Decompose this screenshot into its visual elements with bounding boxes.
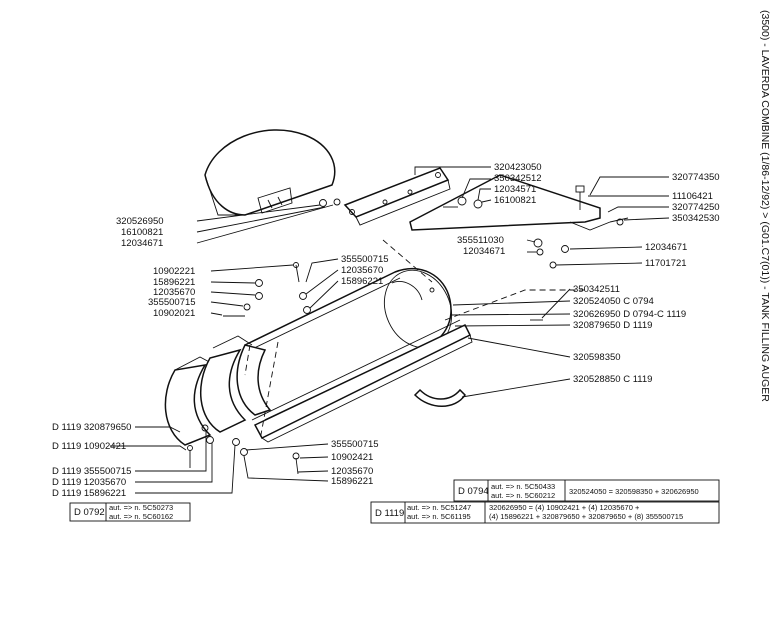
label-320526950: 320526950 [116, 216, 164, 227]
label-12034571: 12034571 [494, 184, 536, 195]
label-320524050: 320524050 C 0794 [573, 296, 654, 307]
label-12034671-b: 12034671 [463, 246, 505, 257]
note-d1119-code: D 1119 [375, 508, 404, 519]
label-12035670-a: 12035670 [153, 287, 195, 298]
note-d0794: D 0794 aut. => n. 5C50433 aut. => n. 5C6… [453, 479, 720, 502]
trough-drawing [251, 319, 473, 443]
label-d1119-10902421: D 1119 10902421 [52, 441, 126, 452]
label-350342530: 350342530 [672, 213, 720, 224]
note-d0792-line1: aut. => n. 5C50273 [109, 503, 173, 512]
label-10902421: 10902421 [331, 452, 373, 463]
label-d1119-355500715: D 1119 355500715 [52, 466, 131, 477]
label-12034671-c: 12034671 [645, 242, 687, 253]
label-16100821-a: 16100821 [494, 195, 536, 206]
leader-lines [110, 166, 670, 494]
label-16100821-b: 16100821 [121, 227, 163, 238]
label-d1119-12035670: D 1119 12035670 [52, 477, 126, 488]
label-15896221-a: 15896221 [153, 277, 195, 288]
label-12034671-a: 12034671 [121, 238, 163, 249]
top-cover-drawing [204, 129, 336, 216]
label-320774350: 320774350 [672, 172, 720, 183]
upper-bracket-drawing [343, 167, 629, 231]
label-15896221-b: 15896221 [341, 276, 383, 287]
label-d1119-15896221: D 1119 15896221 [52, 488, 126, 499]
note-d0792: D 0792 aut. => n. 5C50273 aut. => n. 5C6… [69, 502, 191, 522]
label-320774250: 320774250 [672, 202, 720, 213]
label-11701721: 11701721 [645, 258, 687, 269]
note-d0794-text: 320524050 = 320598350 + 320626950 [569, 487, 699, 496]
hardware-drawing [187, 196, 624, 475]
label-320423050: 320423050 [494, 162, 542, 173]
label-320626950: 320626950 D 0794-C 1119 [573, 309, 686, 320]
label-320528850: 320528850 C 1119 [573, 374, 652, 385]
label-320598350: 320598350 [573, 352, 621, 363]
part-labels: 320423050 350342512 12034571 16100821 32… [52, 162, 720, 499]
label-355500715-c: 355500715 [331, 439, 379, 450]
note-d1119: D 1119 aut. => n. 5C51247 aut. => n. 5C6… [370, 501, 720, 524]
label-350342511: 350342511 [573, 284, 620, 295]
label-350342512: 350342512 [494, 173, 542, 184]
note-d1119-line2: aut. => n. 5C61195 [407, 512, 471, 521]
label-10902021: 10902021 [153, 308, 195, 319]
label-12035670-b: 12035670 [341, 265, 383, 276]
label-11106421: 11106421 [672, 191, 713, 202]
note-d0792-line2: aut. => n. 5C60162 [109, 512, 173, 521]
note-d0794-code: D 0794 [458, 486, 489, 497]
note-d1119-text1: 320626950 = (4) 10902421 + (4) 12035670 … [489, 503, 640, 512]
note-d0794-line2: aut. => n. 5C60212 [491, 491, 555, 500]
label-15896221-c: 15896221 [331, 476, 373, 487]
note-d1119-line1: aut. => n. 5C51247 [407, 503, 471, 512]
note-d0794-line1: aut. => n. 5C50433 [491, 482, 555, 491]
note-d0792-code: D 0792 [74, 507, 105, 518]
label-12035670-c: 12035670 [331, 466, 373, 477]
label-355500715-b: 355500715 [341, 254, 389, 265]
sidebar-title: (3500) - LAVERDA COMBINE (1/86-12/92) > … [759, 10, 771, 402]
lower-segments-drawing [164, 335, 272, 446]
label-355511030: 355511030 [457, 235, 504, 246]
assembly-lines [244, 239, 585, 441]
label-320879650: 320879650 D 1119 [573, 320, 652, 331]
note-d1119-text2: (4) 15896221 + 320879650 + 320879650 + (… [489, 512, 683, 521]
label-d1119-320879650: D 1119 320879650 [52, 422, 131, 433]
label-10902221: 10902221 [153, 266, 195, 277]
label-355500715-a: 355500715 [148, 297, 196, 308]
